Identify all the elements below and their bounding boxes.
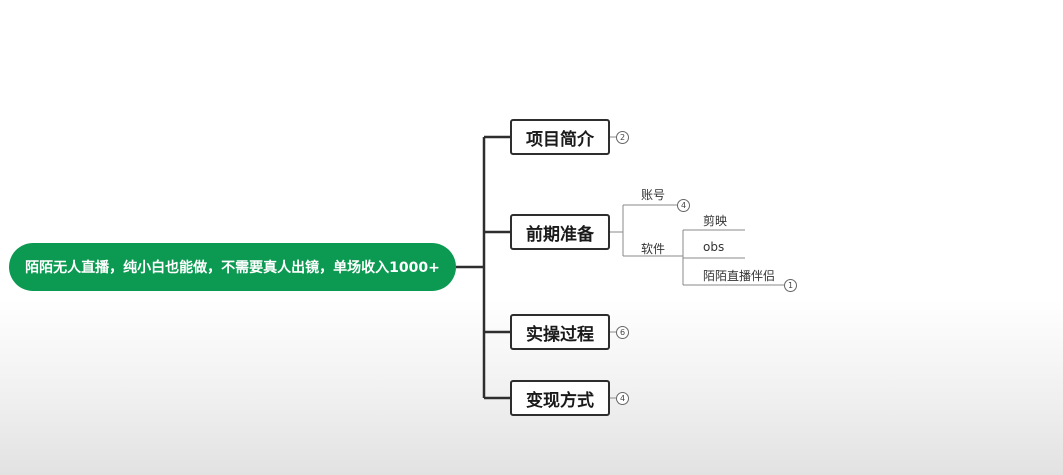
collapsed-count-badge[interactable]: 4 bbox=[616, 392, 629, 405]
root-topic[interactable]: 陌陌无人直播，纯小白也能做，不需要真人出镜，单场收入1000+ bbox=[9, 243, 456, 291]
topic-project-intro-label: 项目简介 bbox=[526, 129, 594, 150]
badge-count: 1 bbox=[787, 280, 794, 290]
subtopic-software-label: 软件 bbox=[641, 242, 666, 256]
leaf-obs[interactable]: obs bbox=[703, 240, 724, 254]
badge-count: 6 bbox=[619, 327, 626, 337]
collapsed-count-badge[interactable]: 6 bbox=[616, 326, 629, 339]
topic-practice-label: 实操过程 bbox=[526, 324, 594, 345]
badge-count: 4 bbox=[619, 393, 626, 403]
leaf-momo-live-companion[interactable]: 陌陌直播伴侣 bbox=[703, 267, 775, 284]
topic-preparation[interactable]: 前期准备 bbox=[510, 214, 610, 250]
topic-practice[interactable]: 实操过程 bbox=[510, 314, 610, 350]
badge-count: 4 bbox=[680, 200, 687, 210]
leaf-momo-live-companion-label: 陌陌直播伴侣 bbox=[703, 269, 776, 283]
topic-preparation-label: 前期准备 bbox=[526, 224, 594, 245]
subtopic-software[interactable]: 软件 bbox=[641, 240, 665, 257]
root-topic-label: 陌陌无人直播，纯小白也能做，不需要真人出镜，单场收入1000+ bbox=[25, 260, 440, 276]
collapsed-count-badge[interactable]: 1 bbox=[784, 279, 797, 292]
collapsed-count-badge[interactable]: 2 bbox=[616, 131, 629, 144]
leaf-obs-label: obs bbox=[703, 240, 725, 254]
topic-monetization-label: 变现方式 bbox=[526, 390, 594, 411]
subtopic-account[interactable]: 账号 bbox=[641, 186, 665, 203]
leaf-jianying-label: 剪映 bbox=[703, 214, 728, 228]
collapsed-count-badge[interactable]: 4 bbox=[677, 199, 690, 212]
badge-count: 2 bbox=[619, 132, 626, 142]
topic-monetization[interactable]: 变现方式 bbox=[510, 380, 610, 416]
leaf-jianying[interactable]: 剪映 bbox=[703, 212, 727, 229]
subtopic-account-label: 账号 bbox=[641, 188, 666, 202]
topic-project-intro[interactable]: 项目简介 bbox=[510, 119, 610, 155]
